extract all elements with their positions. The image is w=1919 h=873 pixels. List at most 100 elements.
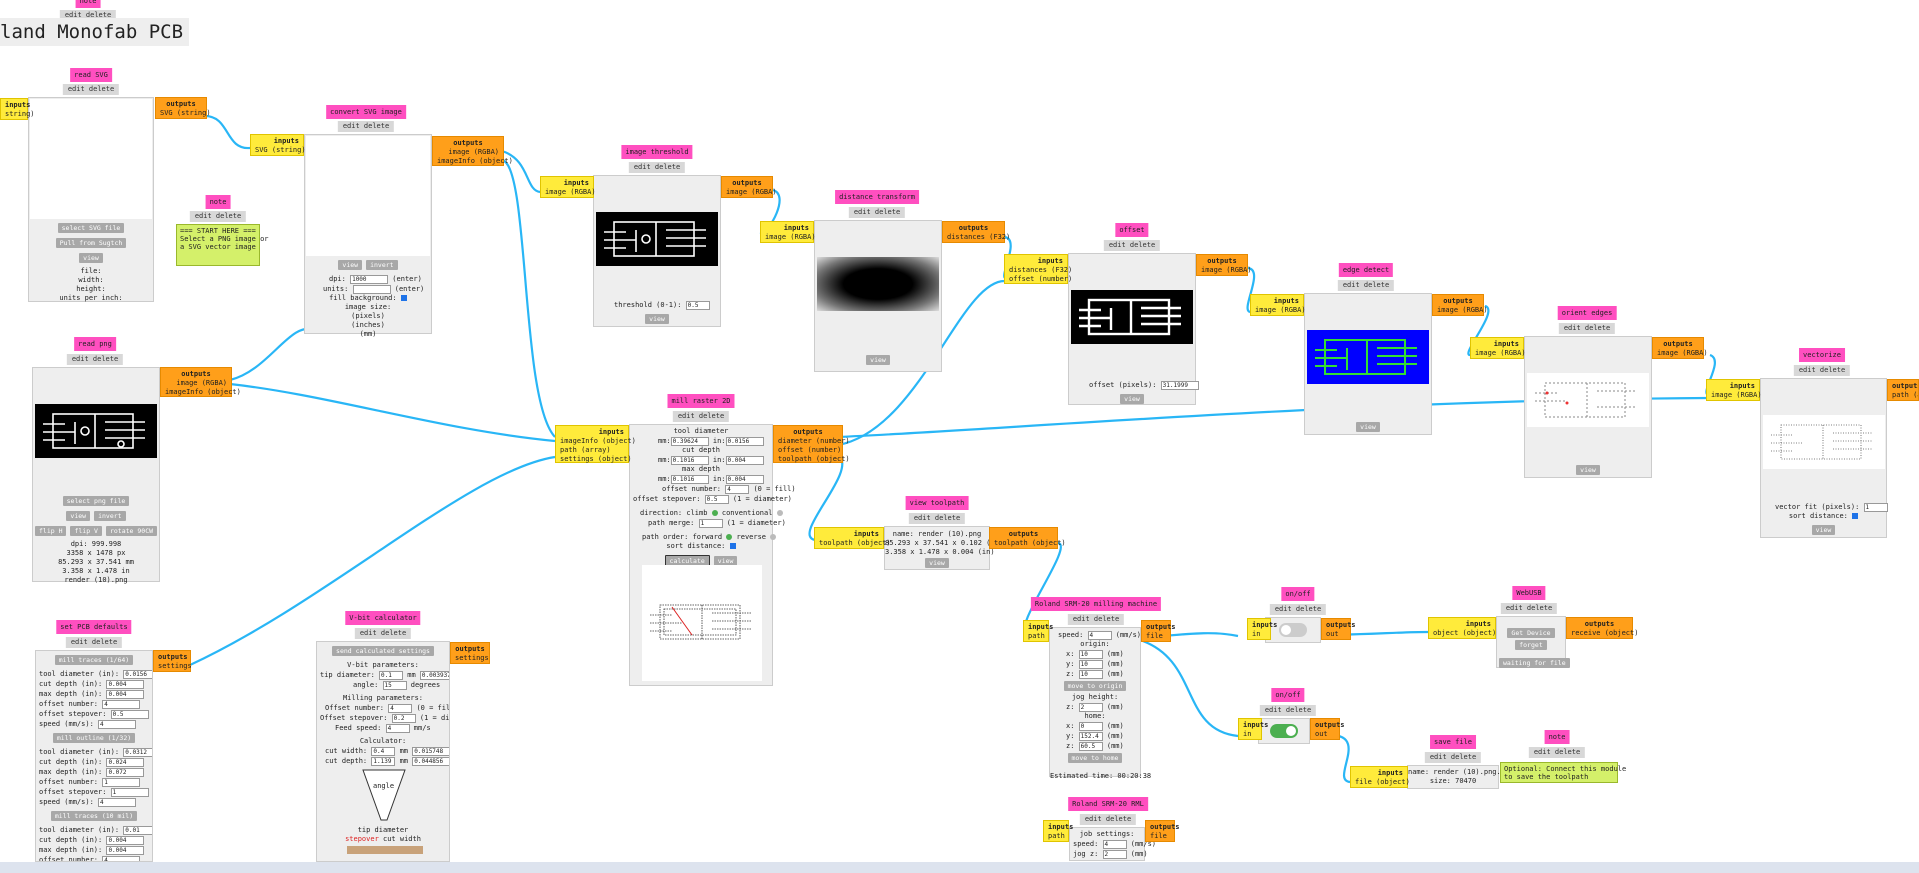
set-pcb-settings-out-port[interactable]: settings	[158, 662, 192, 670]
select-svg-file-button[interactable]: select SVG file	[57, 223, 125, 233]
get-device-button[interactable]: Get Device	[1507, 628, 1555, 638]
view-toolpath-out-port[interactable]: toolpath (object)	[994, 539, 1066, 547]
view-toolpath-view-button[interactable]: view	[925, 558, 949, 568]
units-input[interactable]	[352, 284, 391, 294]
select-png-file-button[interactable]: select png file	[62, 496, 130, 506]
radio-icon[interactable]	[776, 510, 783, 516]
note2-edit-delete[interactable]: edit delete	[1528, 747, 1586, 758]
threshold-view-button[interactable]: view	[645, 314, 669, 324]
srm-edit-delete[interactable]: edit delete	[1067, 614, 1125, 625]
forget-button[interactable]: forget	[1515, 640, 1547, 650]
convert-view-button[interactable]: view	[338, 260, 363, 270]
offset-edit-delete[interactable]: edit delete	[1103, 240, 1161, 251]
pcb-setting-input[interactable]: 1	[110, 787, 149, 797]
origin-z-input[interactable]: 10	[1078, 669, 1103, 679]
home-x-input[interactable]: 0	[1078, 721, 1103, 731]
png-invert-button[interactable]: invert	[94, 511, 126, 521]
threshold-in-port[interactable]: image (RGBA)	[545, 188, 596, 196]
view-toolpath-edit-delete[interactable]: edit delete	[908, 513, 966, 524]
home-y-input[interactable]: 152.4	[1078, 731, 1103, 741]
path-merge-input[interactable]: 1	[698, 518, 723, 528]
home-z-input[interactable]: 60.5	[1078, 741, 1103, 751]
threshold-out-port[interactable]: image (RGBA)	[726, 188, 777, 196]
tool-diameter-mm-input[interactable]: 0.39624	[670, 436, 709, 446]
cut-depth-mm-input[interactable]: 0.1016	[670, 455, 709, 465]
pcb-setting-input[interactable]: 4	[102, 855, 141, 861]
vectorize-in-port[interactable]: image (RGBA)	[1711, 391, 1762, 399]
vectorize-view-button[interactable]: view	[1811, 525, 1836, 535]
read-svg-view-button[interactable]: view	[79, 253, 103, 263]
toggle-icon[interactable]	[1270, 724, 1298, 738]
srm-speed-input[interactable]: 4	[1087, 630, 1112, 640]
edge-in-port[interactable]: image (RGBA)	[1255, 306, 1306, 314]
edge-out-port[interactable]: image (RGBA)	[1437, 306, 1488, 314]
send-calculated-settings-button[interactable]: send calculated settings	[332, 646, 434, 656]
svg-string-out-port[interactable]: SVG (string)	[160, 109, 211, 117]
toggle-icon[interactable]	[1279, 623, 1307, 637]
orient-view-button[interactable]: view	[1576, 465, 1600, 475]
angle-input[interactable]: 15	[382, 680, 407, 690]
read-svg-in-port[interactable]: string)	[5, 110, 35, 118]
webusb-object-in-port[interactable]: object (object)	[1433, 629, 1497, 637]
pcb-setting-input[interactable]: 0.5	[110, 709, 149, 719]
dt-out-port[interactable]: distances (F32)	[947, 233, 1011, 241]
cut-width-mm-input[interactable]: 0.4	[371, 746, 396, 756]
threshold-edit-delete[interactable]: edit delete	[628, 162, 686, 173]
rml-file-out-port[interactable]: file	[1150, 832, 1167, 840]
cut-depth-mm-input[interactable]: 1.139	[371, 756, 396, 766]
top-note-edit-delete[interactable]: edit delete	[59, 10, 117, 21]
save-toolpath-note[interactable]: Optional: Connect this module to save th…	[1500, 762, 1626, 783]
offset-number-input[interactable]: 4	[725, 484, 750, 494]
rotate-90cw-button[interactable]: rotate 90CW	[105, 526, 158, 536]
move-to-home-button[interactable]: move to home	[1067, 753, 1123, 763]
flip-v-button[interactable]: flip V	[70, 526, 102, 536]
dpi-input[interactable]: 1000	[350, 274, 389, 284]
offset-view-button[interactable]: view	[1120, 394, 1144, 404]
cut-depth-in-input[interactable]: 0.044856	[412, 756, 449, 766]
edge-edit-delete[interactable]: edit delete	[1337, 280, 1395, 291]
pcb-setting-input[interactable]: 0.01	[123, 825, 152, 835]
onoff2-edit-delete[interactable]: edit delete	[1259, 705, 1317, 716]
offset-distances-in-port[interactable]: distances (F32)	[1009, 266, 1073, 274]
max-depth-in-input[interactable]: 0.004	[725, 474, 764, 484]
checkbox-icon[interactable]	[400, 295, 407, 301]
mill-offset-out-port[interactable]: offset (number)	[778, 446, 842, 454]
vbit-offset-number-input[interactable]: 4	[388, 703, 413, 713]
mill-path-in-port[interactable]: path (array)	[560, 446, 611, 454]
vbit-offset-stepover-input[interactable]: 0.2	[391, 713, 416, 723]
threshold-input[interactable]: 0.5	[685, 300, 710, 310]
max-depth-mm-input[interactable]: 0.1016	[670, 474, 709, 484]
srm-file-out-port[interactable]: file	[1146, 632, 1163, 640]
convert-svg-edit-delete[interactable]: edit delete	[337, 121, 395, 132]
pcb-setting-input[interactable]: 0.004	[106, 835, 145, 845]
cut-width-in-input[interactable]: 0.015748	[412, 746, 449, 756]
vbit-settings-out-port[interactable]: settings	[455, 654, 489, 662]
offset-pixels-input[interactable]: 31.1999	[1160, 380, 1199, 390]
pcb-setting-input[interactable]: 0.0312	[123, 747, 152, 757]
rml-path-in-port[interactable]: path	[1048, 832, 1065, 840]
rml-edit-delete[interactable]: edit delete	[1079, 814, 1137, 825]
offset-out-port[interactable]: image (RGBA)	[1201, 266, 1252, 274]
pcb-setting-input[interactable]: 0.004	[106, 845, 145, 855]
waiting-for-file-button[interactable]: waiting for file	[1499, 658, 1570, 668]
rml-jog-input[interactable]: 2	[1102, 849, 1127, 859]
dt-in-port[interactable]: image (RGBA)	[765, 233, 816, 241]
tool-diameter-in-input[interactable]: 0.0156	[725, 436, 764, 446]
jog-z-input[interactable]: 2	[1078, 702, 1103, 712]
flip-h-button[interactable]: flip H	[35, 526, 67, 536]
feed-speed-input[interactable]: 4	[385, 723, 410, 733]
read-svg-edit-delete[interactable]: edit delete	[62, 84, 120, 95]
set-pcb-edit-delete[interactable]: edit delete	[65, 637, 123, 648]
png-image-out-port[interactable]: image (RGBA)	[176, 379, 227, 387]
srm-path-in-port[interactable]: path	[1028, 632, 1045, 640]
cut-depth-in-input[interactable]: 0.004	[725, 455, 764, 465]
pcb-setting-input[interactable]: 0.004	[106, 679, 145, 689]
offset-number-in-port[interactable]: offset (number)	[1009, 275, 1073, 283]
png-view-button[interactable]: view	[66, 511, 91, 521]
radio-icon[interactable]	[726, 534, 733, 540]
origin-x-input[interactable]: 10	[1078, 649, 1103, 659]
mill-traces-10mil-button[interactable]: mill traces (10 mil)	[50, 811, 138, 821]
tip-diameter-mm-input[interactable]: 0.1	[379, 670, 404, 680]
radio-icon[interactable]	[770, 534, 777, 540]
mill-raster-edit-delete[interactable]: edit delete	[672, 411, 730, 422]
